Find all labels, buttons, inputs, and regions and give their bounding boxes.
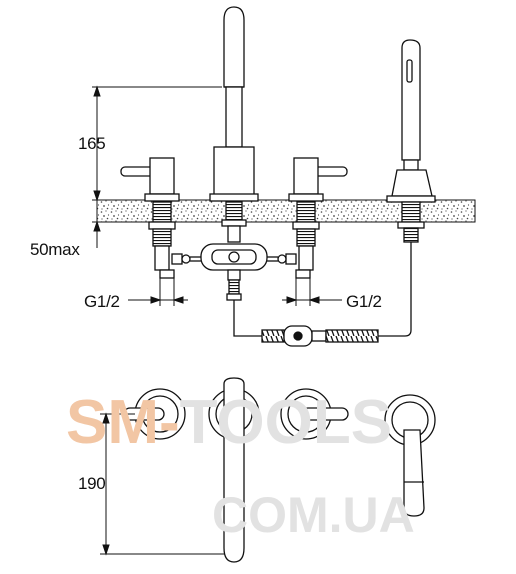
height-label-190: 190 bbox=[78, 474, 106, 493]
dimension-lines-top bbox=[92, 85, 222, 248]
spout-plan bbox=[208, 377, 260, 563]
watermark-rest: TOOLS bbox=[179, 388, 393, 457]
right-handle-plan bbox=[280, 388, 349, 440]
deck-thickness-label: 50max bbox=[30, 240, 80, 259]
thread-label-right: G1/2 bbox=[346, 292, 382, 311]
height-label-165: 165 bbox=[78, 134, 106, 153]
watermark-brand: SM- bbox=[66, 388, 180, 457]
shower-hose bbox=[233, 242, 412, 347]
connecting-pipes bbox=[190, 256, 278, 262]
dimension-line-bottom bbox=[100, 412, 224, 556]
left-handle-plan bbox=[123, 388, 186, 440]
left-valve bbox=[120, 157, 191, 279]
spout bbox=[209, 6, 259, 243]
hand-shower-plan bbox=[384, 394, 436, 517]
watermark-line2: COM.UA bbox=[212, 490, 415, 540]
watermark-line1: SM-TOOLS bbox=[66, 392, 392, 454]
watermark-domain: COM.UA bbox=[212, 487, 415, 543]
diverter-block bbox=[200, 243, 268, 301]
thread-label-left: G1/2 bbox=[84, 292, 120, 311]
countertop-slab bbox=[96, 199, 476, 223]
hand-shower bbox=[386, 39, 436, 243]
dimension-lines-threads bbox=[128, 278, 342, 306]
right-valve bbox=[277, 157, 348, 279]
